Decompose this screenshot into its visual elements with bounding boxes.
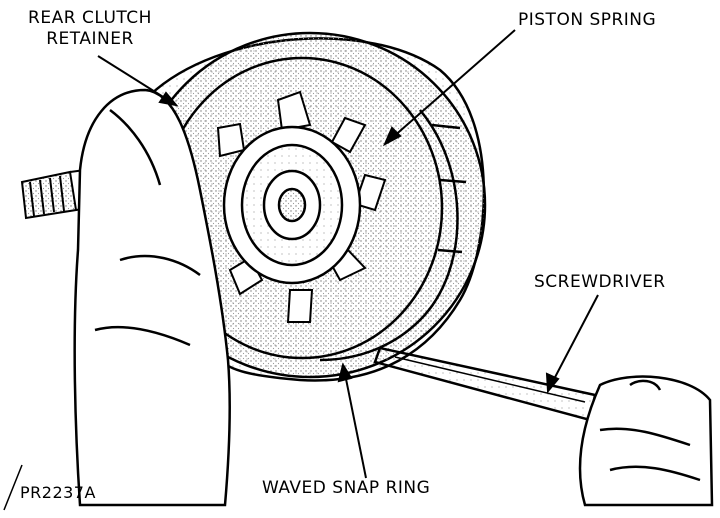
leader-piston-spring (391, 29, 516, 139)
arrowhead-rear-clutch-retainer (158, 91, 179, 107)
arrowhead-piston-spring (382, 126, 402, 147)
label-rear-clutch-retainer-line1: REAR CLUTCH (28, 8, 152, 28)
label-piston-spring: PISTON SPRING (518, 10, 657, 30)
right-hand (578, 375, 714, 507)
leader-rear-clutch-retainer (97, 55, 169, 101)
screwdriver (373, 346, 597, 422)
waved-snap-ring (319, 109, 467, 362)
label-figure-code: PR2237A (20, 483, 96, 502)
label-rear-clutch-retainer: REAR CLUTCH RETAINER (6, 8, 174, 50)
leader-waved-snap-ring (344, 373, 367, 479)
label-waved-snap-ring: WAVED SNAP RING (262, 478, 431, 498)
label-screwdriver: SCREWDRIVER (534, 272, 666, 292)
label-rear-clutch-retainer-line2: RETAINER (46, 29, 134, 49)
leader-figure-code (3, 464, 23, 511)
arrowhead-waved-snap-ring (337, 362, 353, 383)
retainer-hub (222, 125, 362, 285)
leader-screwdriver (551, 294, 599, 384)
leader-lines (3, 29, 599, 511)
arrowhead-screwdriver (545, 372, 560, 394)
left-hand (73, 88, 231, 507)
